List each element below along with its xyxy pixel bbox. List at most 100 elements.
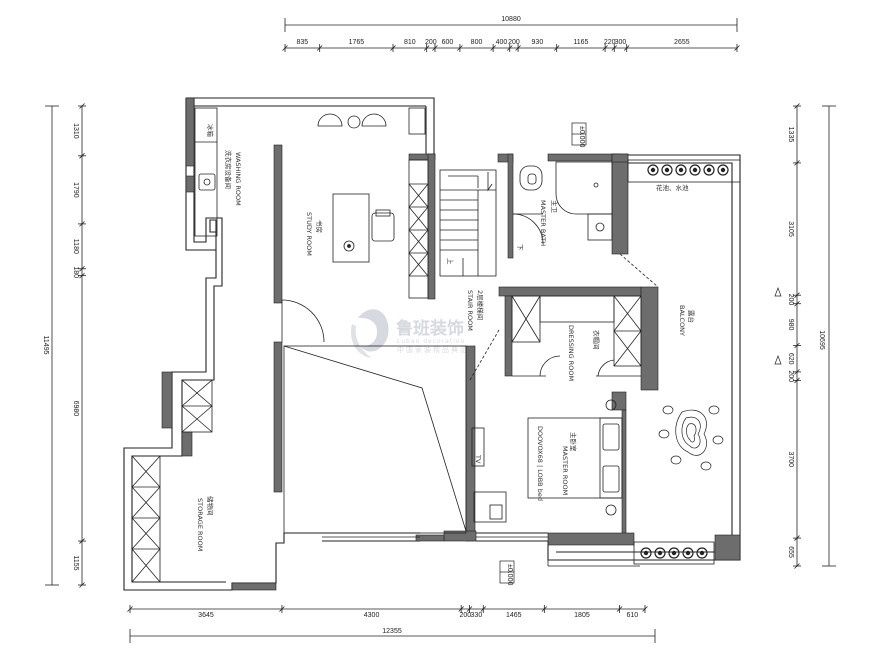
room-label-stair-en: STAIR ROOM [466,290,474,331]
bottom-dim-6: 610 [626,612,638,619]
section-marker-icon [499,122,587,584]
right-dim-2: 200 [787,294,794,306]
left-dim-0: 1310 [72,123,79,139]
planter-pot-center [706,167,712,173]
planter-pot-center [650,167,656,173]
right-dim-6: 3700 [787,451,794,467]
planter-pot-icon [717,164,729,176]
room-label-study-en: STUDY ROOM [305,212,313,256]
planter-pot-icon [675,164,687,176]
planter-pot-center [678,167,684,173]
planter-pots-top [647,164,729,176]
top-dim-10: 220 [604,39,616,46]
bottom-dim-4: 1465 [506,612,522,619]
right-dim-7: 655 [787,546,794,558]
planter-pot-icon [689,164,701,176]
north-arrow-icon [774,287,782,365]
top-dim-2: 810 [404,39,416,46]
left-dim-2: 1180 [72,239,79,254]
room-label-study: 书房 [315,220,324,233]
room-label-washing-en: WASHING ROOM [234,152,242,206]
right-dim-0: 1335 [787,127,794,143]
bottom-dim-3: 330 [471,612,483,619]
left-dim-1: 1790 [72,182,79,198]
left-total-dim: 11495 [42,336,49,355]
left-dim-5: 1155 [72,556,79,571]
left-dimension-chain [45,103,86,588]
watermark-brand-en: Luban decoration [397,338,465,345]
planter-pot-center [657,550,663,556]
top-dimension-chain [282,18,740,52]
bottom-dim-0: 3645 [198,612,214,619]
level-mark-top: ±0.000 [578,126,585,147]
room-label-master-room-en: MASTER ROOM [561,446,569,495]
watermark-slogan: 中国家装精品典范 [397,345,469,354]
planter-pot-center [671,550,677,556]
planter-pot-center [685,550,691,556]
planter-pot-center [664,167,670,173]
room-label-balcony-en: BALCONY [678,305,686,336]
top-dim-6: 400 [496,39,508,46]
room-label-balcony: 露台 [687,310,696,323]
right-dim-5: 200 [787,370,794,382]
room-label-master-bath: 主卫 [550,200,559,214]
planter-pot-icon [661,164,673,176]
level-mark-bottom: ±0.000 [506,564,513,585]
bottom-total-dim: 12355 [382,628,402,635]
planter-pot-center [699,550,705,556]
top-dim-0: 835 [297,39,309,46]
top-dim-8: 930 [532,39,544,46]
room-label-master-room: 主卧室 [569,432,578,452]
planter-pot-icon [696,547,708,559]
top-total-dim: 10880 [501,16,521,23]
rock-garden-icon [658,405,724,471]
top-dim-5: 800 [471,39,483,46]
planter-pot-center [692,167,698,173]
structural-walls [161,97,741,591]
room-label-storage-en: STORAGE ROOM [196,498,204,551]
right-dimension-chain [793,103,836,569]
watermark-logo-icon [350,309,389,358]
room-label-stair: 2层楼梯间 [476,290,485,320]
planter-pot-icon [682,547,694,559]
room-label-dressing-en: DRESSING ROOM [567,325,575,381]
planter-pot-icon [640,547,652,559]
tv-label: TV [474,454,482,464]
room-label-washing: 洗衣房设备间 [224,150,233,189]
left-dim-3: 180 [72,266,79,278]
room-label-master-bath-en: MASTER BATH [539,200,547,246]
right-dim-3: 980 [787,319,794,331]
planter-pot-center [643,550,649,556]
left-dim-4: 6980 [72,401,79,417]
bottom-dim-5: 1805 [574,612,590,619]
room-label-storage: 储物间 [206,496,215,516]
planter-pot-icon [668,547,680,559]
planter-pot-center [720,167,726,173]
top-dim-11: 300 [615,39,627,46]
planter-pot-icon [647,164,659,176]
interior-lines [131,107,741,583]
top-dim-12: 2655 [674,39,690,46]
watermark: 鲁班装饰 Luban decoration 中国家装精品典范 [350,309,469,358]
bed-spec-label: DOOVOX68 | LOBB bed [536,426,544,501]
planter-pot-icon [654,547,666,559]
watermark-brand: 鲁班装饰 [396,318,464,339]
top-dim-1: 1765 [349,39,365,46]
top-dim-9: 1165 [573,39,588,46]
planter-label: 花池、水池 [656,183,689,192]
right-dim-4: 620 [787,353,794,365]
bottom-dim-1: 4300 [364,612,380,619]
left-segment-labels: 1310 1790 1180 180 6980 1155 [72,123,79,571]
right-total-dim: 10695 [818,330,825,350]
top-dim-4: 600 [442,39,454,46]
fridge-label: 冰箱 [206,124,215,138]
top-dim-7: 200 [508,39,520,46]
stair-down-label: 下 [516,244,524,251]
planter-pots-bottom [640,547,708,559]
bottom-dim-2: 200 [460,612,472,619]
stair-up-label: 上 [446,258,455,265]
